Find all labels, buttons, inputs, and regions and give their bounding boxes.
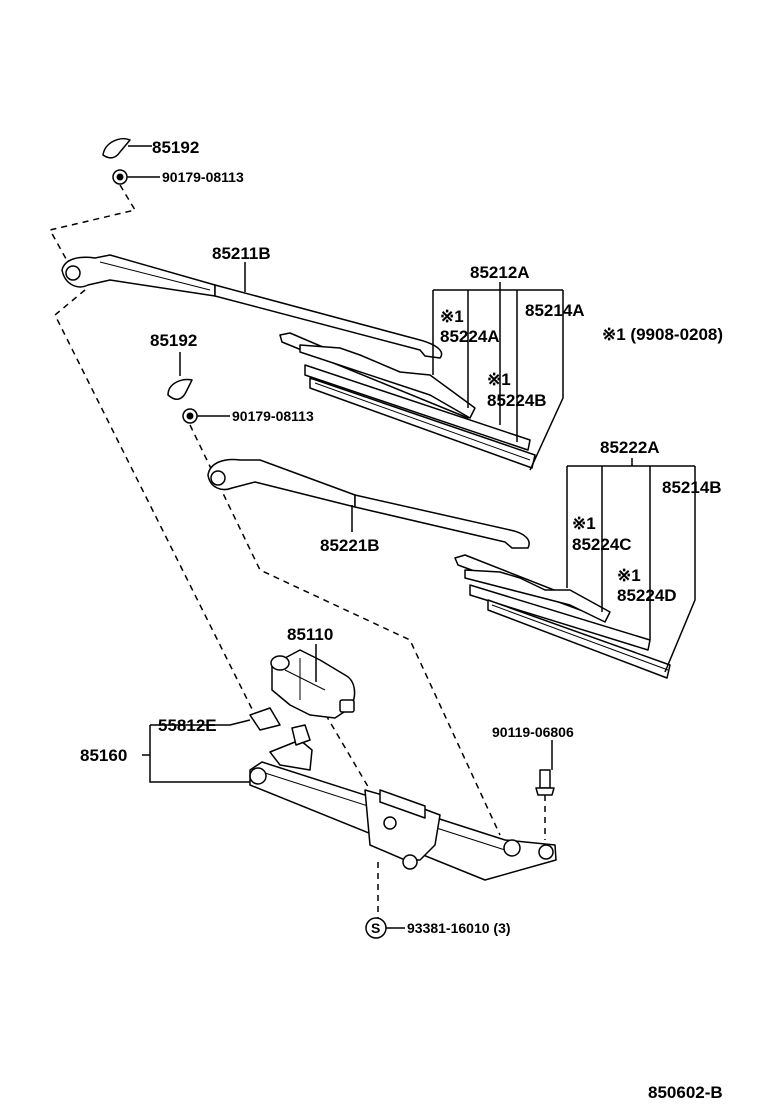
label-note-definition: ※1 (9908-0208) (602, 325, 723, 344)
label-blade-rear: 85222A (600, 438, 660, 457)
assembly-dashed-lines (48, 184, 546, 918)
wiper-arm-rear-icon (207, 458, 530, 549)
cap-lower-icon (167, 378, 193, 400)
wiper-linkage-icon (249, 707, 557, 881)
label-cap-upper: 85192 (152, 138, 199, 157)
label-note-1-front-b: ※1 (487, 370, 511, 389)
label-rubber-rear-c: 85224C (572, 535, 632, 554)
label-cap-lower: 85192 (150, 331, 197, 350)
label-bolt: 90119-06806 (492, 724, 574, 740)
label-note-1-rear-c: ※1 (572, 514, 596, 533)
part-labels: 85192 90179-08113 85211B 85212A ※1 85224… (80, 138, 723, 1102)
label-rubber-rear-d: 85224D (617, 586, 677, 605)
label-refill-rear: 85214B (662, 478, 722, 497)
wiper-motor-icon (270, 649, 356, 719)
label-link-assy: 85160 (80, 746, 127, 765)
cap-upper-icon (102, 138, 131, 159)
label-arm-rear: 85221B (320, 536, 380, 555)
label-stud-bolt: 93381-16010 (3) (407, 920, 511, 936)
nut-lower-icon (182, 408, 198, 424)
label-rubber-front-a: 85224A (440, 327, 500, 346)
label-note-1-front: ※1 (440, 307, 464, 326)
label-refill-front: 85214A (525, 301, 585, 320)
wiper-blade-front-icon (279, 332, 536, 469)
label-motor: 85110 (287, 625, 333, 644)
wiper-arm-front-icon (61, 254, 443, 359)
label-note-1-rear-d: ※1 (617, 566, 641, 585)
label-diagram-code: 850602-B (648, 1083, 723, 1102)
label-rubber-front-b: 85224B (487, 391, 547, 410)
nut-upper-icon (112, 169, 128, 185)
label-blade-front: 85212A (470, 263, 530, 282)
label-stud-symbol: S (371, 920, 380, 936)
label-nut-upper: 90179-08113 (162, 169, 244, 185)
bolt-icon (535, 769, 555, 796)
wiper-blade-rear-icon (454, 554, 671, 679)
label-arm-front: 85211B (212, 244, 271, 263)
label-nut-lower: 90179-08113 (232, 408, 314, 424)
label-bracket: 55812E (158, 716, 217, 735)
